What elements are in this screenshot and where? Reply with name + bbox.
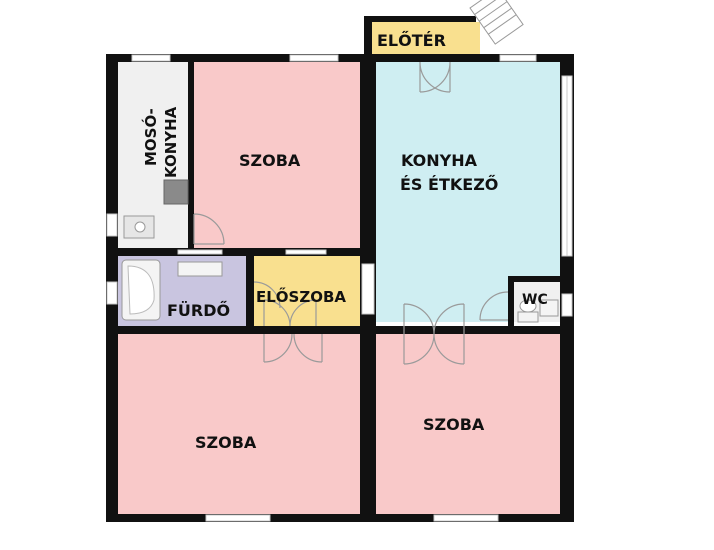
sink-icon [123, 215, 155, 239]
room-top-fill [192, 62, 360, 248]
wc-basin-icon [539, 299, 559, 317]
room-bottom-left-fill [118, 334, 360, 514]
label-entry: ELŐTÉR [377, 30, 446, 50]
window-bottom-right [433, 514, 499, 522]
label-kitchen-2: ÉS ÉTKEZŐ [400, 174, 498, 194]
window-kitchen-top [499, 54, 537, 62]
toilet-icon [517, 299, 539, 323]
wall-entry-left [364, 16, 372, 62]
label-bathroom: FÜRDŐ [167, 300, 230, 320]
door-hall-up [263, 299, 317, 327]
wall-mid-horizontal [106, 248, 368, 256]
door-entry-kitchen [419, 61, 451, 93]
label-laundry-2: KONYHA [162, 106, 180, 178]
doors [193, 61, 509, 365]
stairs-icon [469, 0, 524, 45]
door-kitchen-bottom [403, 303, 465, 335]
window-laundry-left [106, 213, 118, 237]
window-room-top [289, 54, 339, 62]
window-hall-top [285, 249, 327, 255]
wall-wc-top [508, 276, 564, 282]
window-bottom-left [205, 514, 271, 522]
wall-entry-top [364, 16, 476, 22]
appliance-icon [163, 179, 189, 205]
door-hall-down [263, 333, 323, 363]
label-wc: WC [522, 292, 548, 308]
label-room-bottom-right: SZOBA [423, 415, 485, 434]
window-bath-top [177, 249, 223, 255]
room-hallway-fill [254, 256, 360, 326]
wall-laundry-room [188, 62, 194, 248]
door-bath [253, 281, 281, 309]
label-hallway: ELŐSZOBA [256, 286, 346, 306]
door-laundry [193, 213, 225, 245]
room-entry-fill [370, 22, 480, 56]
wall-outer-top [106, 54, 574, 62]
door-kitchen-wc [479, 291, 509, 321]
bathtub-icon [121, 259, 161, 321]
label-laundry-1: MOSÓ- [141, 108, 160, 166]
bath-sink-icon [177, 261, 223, 277]
window-hall-center [361, 263, 375, 315]
label-kitchen-1: KONYHA [401, 151, 478, 170]
window-bath-left [106, 281, 118, 305]
label-room-bottom-left: SZOBA [195, 433, 257, 452]
wall-outer-bottom [106, 514, 574, 522]
door-kitchen-room [403, 333, 465, 365]
wall-bath-hall [246, 256, 254, 334]
wall-lower-horizontal [106, 326, 574, 334]
window-wc-right [561, 293, 573, 317]
wall-wc-left [508, 276, 514, 326]
label-room-top: SZOBA [239, 151, 301, 170]
window-laundry-top [131, 54, 171, 62]
